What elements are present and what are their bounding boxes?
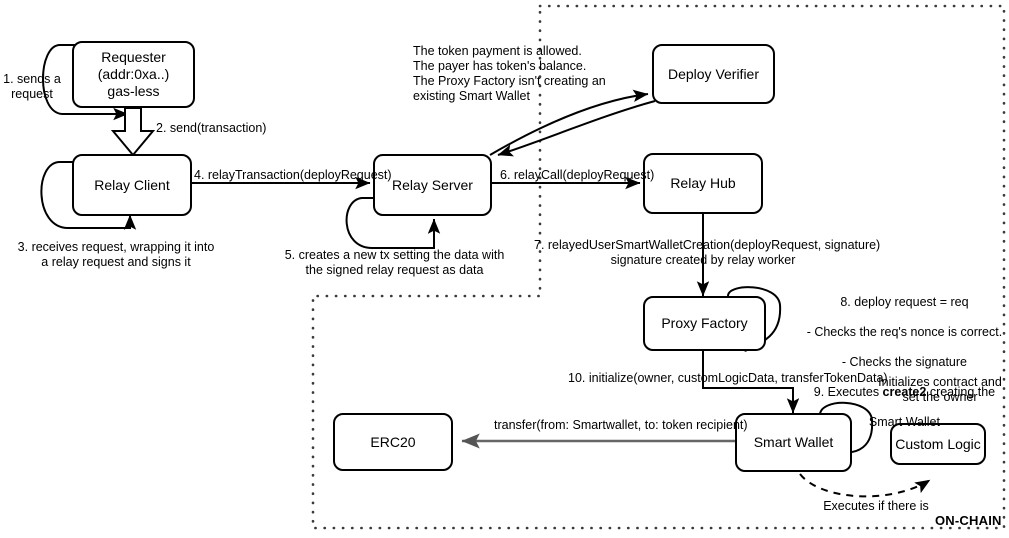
node-deploy-verifier[interactable]: Deploy Verifier (652, 44, 775, 104)
arrow-deploy-verifier-to-relay-server (497, 100, 656, 157)
requester-line-3: gas-less (107, 83, 160, 99)
label-step-6: 6. relayCall(deployRequest) (500, 168, 655, 182)
label-transfer: transfer(from: Smartwallet, to: token re… (494, 418, 748, 432)
arrow-relay-server-to-deploy-verifier (489, 89, 649, 156)
label-custom-logic-note: Initializes contract and set the owner (878, 375, 1002, 404)
arrow-step2-block (110, 107, 156, 157)
requester-line-1: Requester (101, 49, 166, 65)
erc20-label: ERC20 (370, 433, 416, 450)
relay-server-label: Relay Server (392, 176, 473, 193)
label-step-4: 4. relayTransaction(deployRequest) (194, 168, 392, 182)
step9-create2: create2 (882, 385, 927, 399)
step8-line-3: - Checks the signature (841, 355, 967, 369)
smart-wallet-label: Smart Wallet (753, 434, 834, 450)
custom-logic-label: Custom Logic (895, 435, 981, 452)
relay-hub-label: Relay Hub (670, 175, 736, 191)
label-step-3: 3. receives request, wrapping it into a … (17, 240, 215, 269)
node-smart-wallet[interactable]: Smart Wallet (735, 413, 852, 472)
label-deploy-verifier-note: The token payment is allowed. The payer … (413, 44, 606, 103)
node-relay-client[interactable]: Relay Client (72, 154, 192, 216)
label-executes-if-there-is: Executes if there is (823, 499, 929, 513)
label-step-1: 1. sends a request (3, 72, 61, 101)
label-step-10: 10. initialize(owner, customLogicData, t… (568, 371, 888, 385)
arrow-step5-self-loop (345, 197, 441, 249)
requester-line-2: (addr:0xa..) (97, 66, 170, 82)
label-step-7: 7. relayedUserSmartWalletCreation(deploy… (534, 238, 881, 267)
label-step-8: 8. deploy request = req - Checks the req… (786, 280, 1009, 445)
step9-pre: 9. Executes (813, 385, 883, 399)
node-custom-logic[interactable]: Custom Logic (890, 423, 986, 465)
node-erc20[interactable]: ERC20 (333, 413, 453, 471)
relay-client-label: Relay Client (94, 176, 170, 193)
label-step-5: 5. creates a new tx setting the data wit… (284, 248, 505, 277)
proxy-factory-label: Proxy Factory (661, 315, 748, 331)
step9-line-2: Smart Wallet (868, 415, 940, 429)
step8-line-1: 8. deploy request = req (840, 295, 969, 309)
arrow-executes-if-there-is (799, 473, 931, 498)
node-requester[interactable]: Requester (addr:0xa..) gas-less (72, 41, 195, 108)
node-proxy-factory[interactable]: Proxy Factory (643, 296, 766, 351)
arrow-step1-self-loop (42, 44, 129, 121)
arrow-step10 (702, 350, 800, 414)
arrow-step3-self-loop (40, 161, 137, 230)
step8-line-2: - Checks the req's nonce is correct. (806, 325, 1003, 339)
label-step-2: 2. send(transaction) (156, 121, 267, 135)
deploy-verifier-label: Deploy Verifier (667, 65, 760, 82)
label-on-chain: ON-CHAIN (935, 513, 1002, 528)
step9-post: creating the (926, 385, 996, 399)
node-relay-hub[interactable]: Relay Hub (643, 153, 763, 214)
node-relay-server[interactable]: Relay Server (373, 154, 492, 216)
